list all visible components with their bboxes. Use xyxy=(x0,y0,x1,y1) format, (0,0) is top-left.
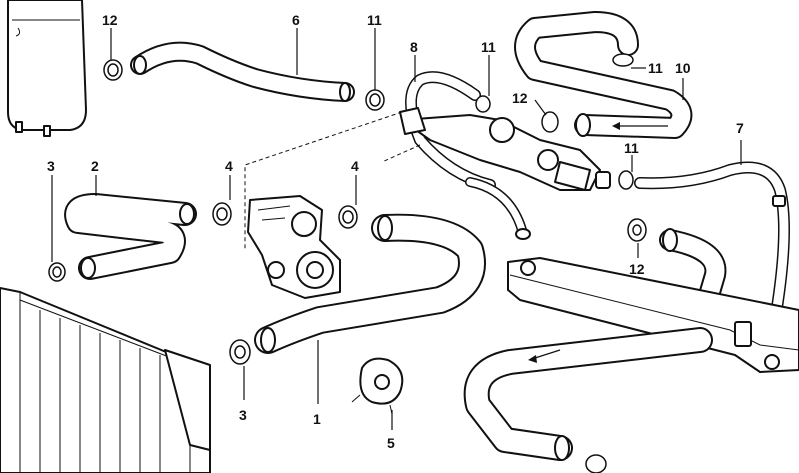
hose-6 xyxy=(130,41,355,102)
hose-clamp-bottom xyxy=(585,454,607,473)
hose-clamp-11-top xyxy=(365,89,385,111)
callout-1: 1 xyxy=(313,411,321,427)
hose-clamp-11-right xyxy=(618,170,634,190)
callout-4-right: 4 xyxy=(351,158,359,174)
hose-lower-right-small xyxy=(659,228,727,303)
hose-bottom-right xyxy=(463,327,713,461)
callout-11-center: 11 xyxy=(481,39,496,55)
callout-2: 2 xyxy=(91,158,99,174)
hose-clamp-5 xyxy=(351,357,404,415)
hose-2 xyxy=(64,193,197,280)
callout-3-left: 3 xyxy=(47,158,55,174)
hose-10 xyxy=(514,11,693,139)
callout-5: 5 xyxy=(387,435,395,451)
radiator xyxy=(0,287,211,473)
callout-11-top-right: 11 xyxy=(648,60,663,76)
callout-8: 8 xyxy=(410,39,418,55)
callout-11-top: 11 xyxy=(367,12,382,28)
hose-1 xyxy=(254,213,486,354)
hose-clamp-4-left xyxy=(212,202,232,226)
expansion-tank xyxy=(7,0,87,137)
hose-clamp-11-top-right xyxy=(612,53,634,67)
hose-clamp-4-right xyxy=(338,205,358,229)
callout-4-left: 4 xyxy=(225,158,233,174)
hose-clamp-3-left xyxy=(48,262,66,282)
callout-11-right: 11 xyxy=(624,140,639,156)
callout-12-lower: 12 xyxy=(629,261,645,277)
callout-10: 10 xyxy=(675,60,691,76)
hose-clamp-12-right xyxy=(541,111,559,133)
callout-12-top-left: 12 xyxy=(102,12,118,28)
callout-3-bottom: 3 xyxy=(239,407,247,423)
engine-bracket xyxy=(507,257,799,373)
water-pump xyxy=(247,195,341,299)
callout-6: 6 xyxy=(292,12,300,28)
hose-clamp-12-top xyxy=(103,59,123,81)
callout-7: 7 xyxy=(736,120,744,136)
hose-clamp-3-right xyxy=(229,339,251,365)
hose-clamp-12-lower xyxy=(627,218,647,242)
thermostat-housing xyxy=(399,107,611,191)
hose-clamp-11-center xyxy=(475,95,491,113)
callout-12-right: 12 xyxy=(512,90,528,106)
guide-line-housing xyxy=(381,144,421,163)
leader-lines xyxy=(51,28,742,430)
